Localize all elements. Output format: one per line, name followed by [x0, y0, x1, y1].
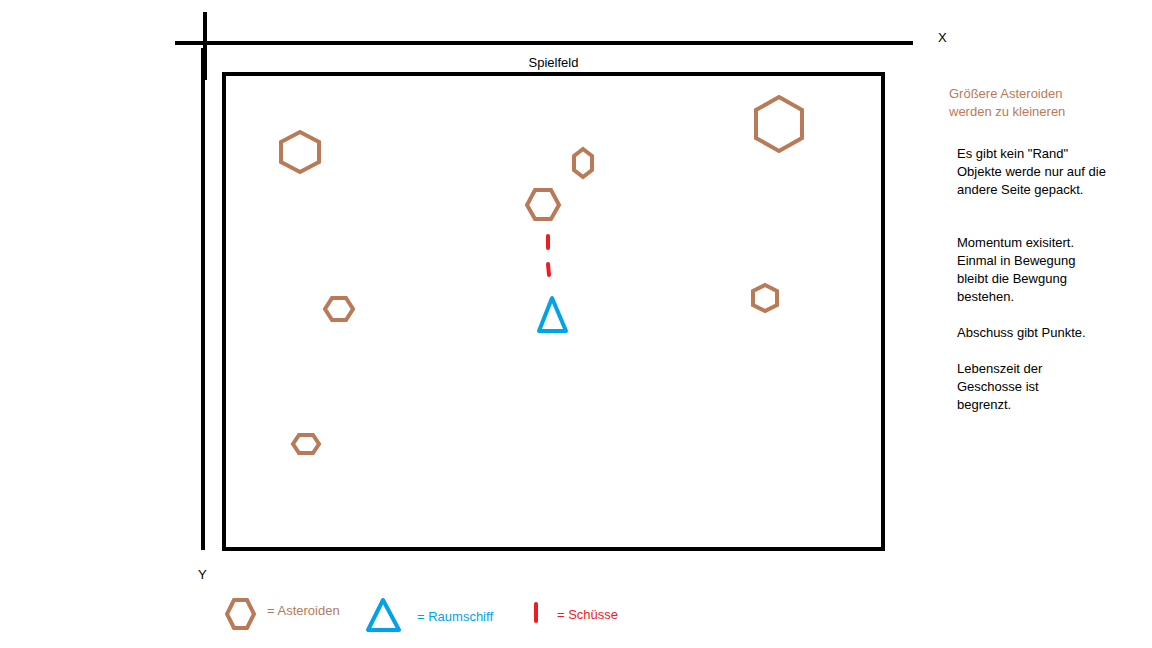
asteroid [325, 298, 353, 320]
shot [546, 236, 550, 248]
asteroid [527, 190, 559, 219]
axis-label: Y [198, 566, 207, 584]
x-axis [175, 41, 913, 45]
asteroids [281, 97, 802, 453]
playfield-box: Spielfeld [222, 72, 885, 551]
legend-samples [227, 600, 536, 630]
asteroid [281, 132, 319, 172]
rule-note: Momentum exisitert. Einmal in Bewegung b… [957, 234, 1107, 306]
axis-label: X [938, 29, 947, 47]
rule-note: Lebenszeit der Geschosse ist begrenzt. [957, 360, 1067, 414]
rule-note: Es gibt kein "Rand" Objekte werde nur au… [957, 145, 1107, 199]
asteroid [756, 97, 802, 151]
spaceship [539, 298, 566, 331]
rule-note: Größere Asteroiden werden zu kleineren [949, 85, 1089, 121]
asteroid [753, 285, 777, 311]
legend-label: = Asteroiden [267, 602, 340, 620]
legend-label: = Schüsse [557, 606, 618, 624]
asteroid-sample [227, 600, 254, 628]
shot [548, 264, 549, 275]
asteroid [293, 435, 319, 453]
spaceship-sample [368, 600, 399, 630]
axes [175, 12, 913, 550]
shots [548, 236, 549, 275]
y-axis [201, 48, 205, 550]
playfield-title: Spielfeld [529, 55, 579, 70]
asteroid [574, 149, 592, 177]
axis-origin-mark [203, 12, 207, 80]
rule-note: Abschuss gibt Punkte. [957, 324, 1107, 342]
shot-sample [534, 604, 538, 621]
legend-label: = Raumschiff [417, 608, 493, 626]
